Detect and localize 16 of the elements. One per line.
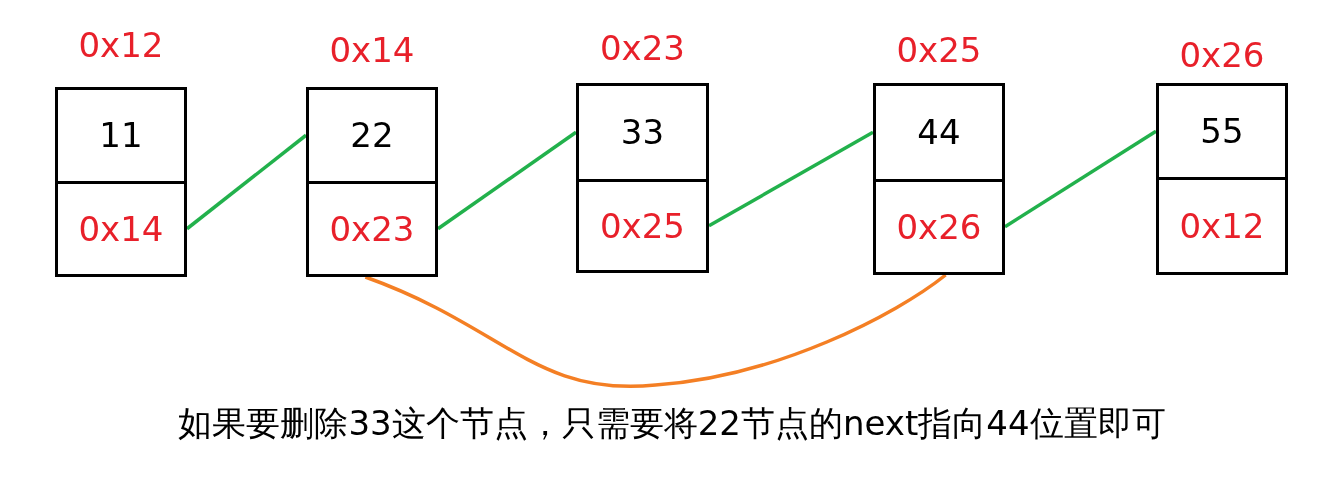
connector-line	[1004, 129, 1157, 229]
address-label: 0x12	[77, 25, 165, 65]
address-label: 0x26	[1178, 35, 1266, 75]
connector-line	[708, 130, 874, 228]
value-cell: 55	[1156, 83, 1288, 180]
value-cell: 33	[576, 83, 709, 182]
address-label: 0x23	[599, 28, 686, 68]
value-cell: 22	[306, 87, 438, 184]
value-cell: 11	[55, 87, 187, 184]
curved-connector	[364, 273, 947, 388]
value-cell: 44	[873, 83, 1005, 182]
address-label: 0x25	[895, 30, 983, 70]
address-label: 0x14	[328, 30, 416, 70]
connector-line	[185, 133, 308, 231]
connector-line	[437, 130, 577, 231]
caption: 如果要删除33这个节点，只需要将22节点的next指向44位置即可	[177, 402, 1167, 445]
